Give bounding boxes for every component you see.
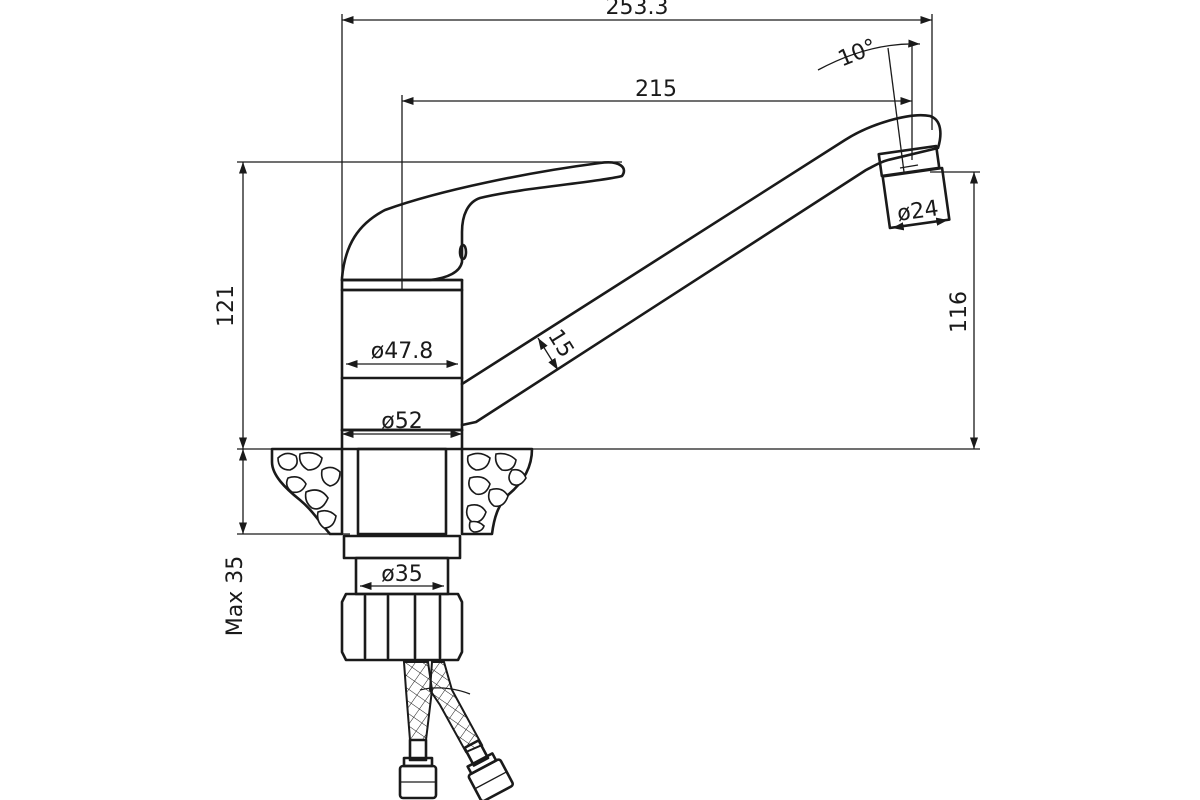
supply-hoses [398, 661, 514, 800]
overall-length-label: 253.3 [606, 0, 669, 20]
height-spout-label: 116 [947, 291, 972, 333]
dimension-height-spout: 116 [462, 171, 980, 450]
body-diameter-label: ø47.8 [371, 339, 433, 364]
faucet-handle [340, 161, 626, 282]
dimension-shank-diameter: ø35 [360, 562, 444, 591]
dimension-base-diameter: ø52 [342, 409, 462, 439]
mounting-shank [340, 534, 464, 662]
countertop-section [270, 447, 534, 536]
dimension-body-diameter: ø47.8 [346, 339, 458, 369]
dimension-aerator-diameter: ø24 [891, 196, 949, 231]
faucet-body [340, 278, 464, 451]
dimension-height-total: 121 [214, 161, 622, 450]
dimension-overall-length: 253.3 [341, 0, 933, 285]
spout-angle-label: 10° [835, 34, 881, 72]
spout-reach-label: 215 [635, 77, 677, 102]
height-total-label: 121 [214, 285, 239, 327]
max-mount-label: Max 35 [223, 556, 248, 636]
aerator-diameter-label: ø24 [896, 196, 941, 227]
base-diameter-label: ø52 [381, 409, 422, 434]
dimension-spout-reach: 215 [401, 45, 913, 290]
shank-diameter-label: ø35 [381, 562, 422, 587]
dimension-max-mount: Max 35 [223, 449, 350, 636]
